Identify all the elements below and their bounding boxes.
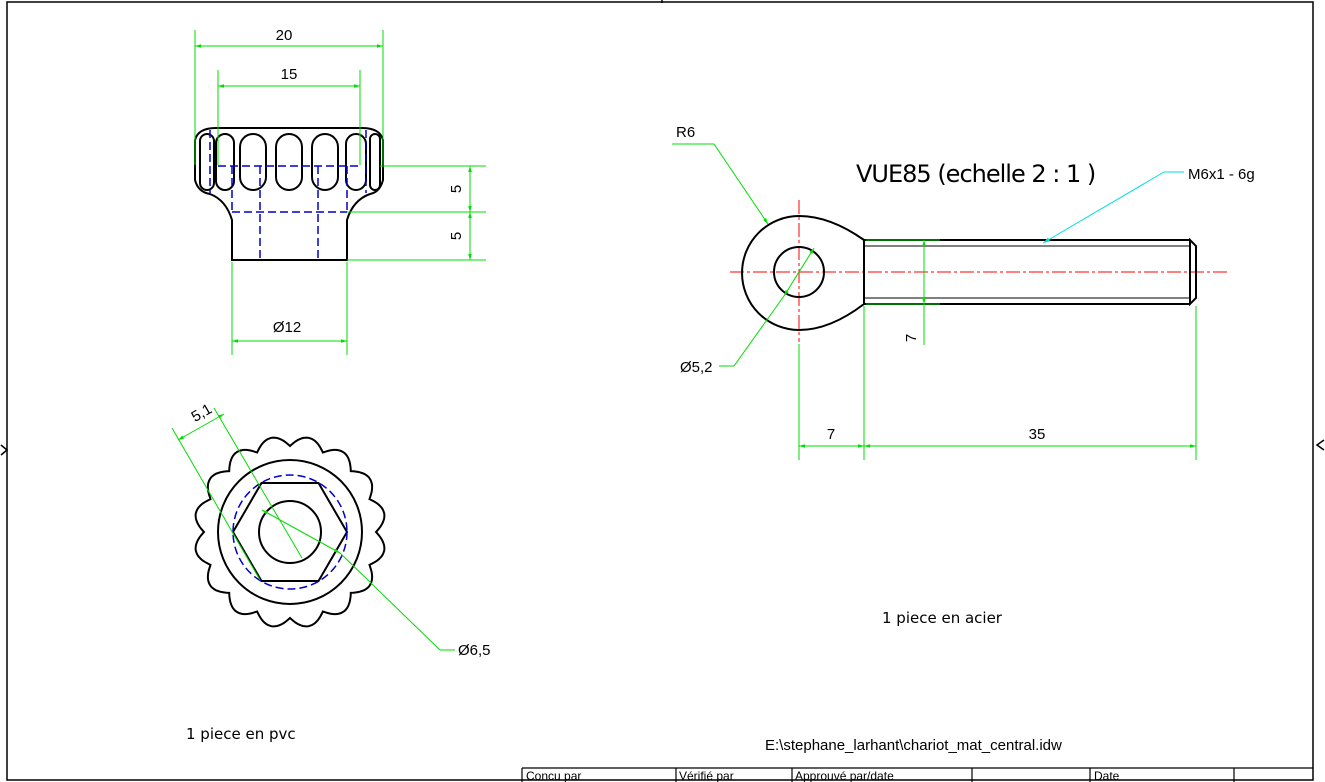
hex-socket — [231, 482, 349, 582]
title-block: Concu par Vérifié par Approuvé par/date … — [521, 767, 1313, 782]
dim-height-upper-label: 5 — [448, 185, 465, 193]
thread-lines — [864, 245, 1190, 299]
dim-base-dia-label: Ø12 — [273, 319, 301, 336]
dim-width-top-label: 20 — [276, 27, 293, 44]
knob-top-view: 5,1 Ø6,5 — [171, 401, 491, 659]
knurl-lobes — [199, 133, 381, 191]
tb-designed-by: Concu par — [526, 769, 581, 782]
knob-hidden-lines — [209, 130, 367, 260]
left-center-mark — [0, 444, 9, 456]
dim-flat-width-label: 5,1 — [188, 401, 215, 426]
dim-shank-length-label: 35 — [1029, 426, 1046, 443]
tb-approved-by: Approuvé par/date — [795, 769, 894, 782]
knurl-outline — [194, 436, 386, 628]
dim-width-top — [194, 30, 384, 165]
eye-outline — [741, 214, 865, 332]
eyebolt-centerlines — [730, 200, 1230, 342]
sheet-border — [6, 1, 1314, 781]
knob-outline — [194, 127, 384, 261]
thread-leader — [1042, 171, 1184, 244]
dim-flat-width — [171, 407, 455, 651]
hex-hidden-circle — [232, 474, 348, 590]
dim-base-dia — [231, 262, 348, 355]
dim-lengths — [798, 306, 1197, 460]
dim-shank-dia — [866, 239, 940, 345]
dim-radius-label: R6 — [676, 124, 695, 141]
dim-head-length-label: 7 — [827, 426, 835, 443]
eyebolt-view: R6 Ø5,2 7 7 35 M6x1 - — [672, 124, 1255, 460]
dim-width-inner-label: 15 — [281, 66, 298, 83]
tb-date: Date — [1094, 769, 1120, 782]
view-title: VUE85 (echelle 2 : 1 ) — [856, 160, 1095, 188]
right-center-mark — [1315, 439, 1325, 451]
eyebolt-material-note: 1 piece en acier — [882, 609, 1003, 627]
knob-inner-circle — [217, 459, 363, 605]
file-path: E:\stephane_larhant\chariot_mat_central.… — [765, 737, 1062, 754]
knob-material-note: 1 piece en pvc — [186, 725, 296, 743]
dim-heights — [347, 165, 486, 261]
dim-thread-label: M6x1 - 6g — [1188, 166, 1255, 183]
knob-front-view: 20 15 5 5 Ø12 — [194, 27, 486, 355]
dim-hole-dia-label: Ø5,2 — [680, 359, 713, 376]
dim-shank-dia-label: 7 — [903, 334, 920, 342]
dim-height-lower-label: 5 — [448, 232, 465, 240]
dim-radius — [672, 143, 769, 225]
eye-hole — [773, 246, 825, 298]
bore-circle — [258, 500, 322, 564]
dim-bore-dia-label: Ø6,5 — [458, 642, 491, 659]
dim-hole-dia — [719, 247, 815, 367]
tb-checked-by: Vérifié par — [679, 769, 734, 782]
dim-width-inner — [217, 70, 361, 165]
